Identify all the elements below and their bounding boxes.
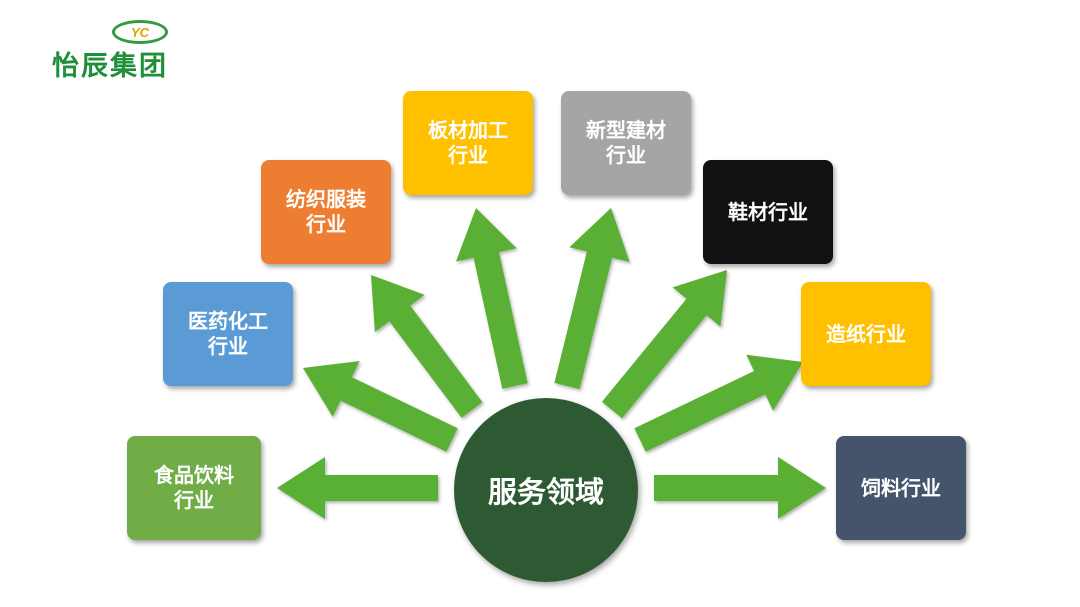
node-feed: 饲料行业 [836,436,966,540]
arrow-to-building [554,208,630,390]
logo-company-name: 怡辰集团 [52,51,168,82]
node-papermaking: 造纸行业 [801,282,931,386]
company-logo: YC 怡辰集团 [50,14,220,82]
arrow-to-paper [634,354,803,452]
node-food-beverage: 食品饮料 行业 [127,436,261,540]
node-textile-apparel: 纺织服装 行业 [261,160,391,264]
arrow-to-pharma [303,361,458,452]
center-label: 服务领域 [487,475,604,509]
arrow-to-food [277,457,438,519]
arrow-to-board [456,208,528,389]
node-shoe-materials: 鞋材行业 [703,160,833,264]
arrow-to-textile [371,275,483,418]
center-circle: 服务领域 [454,398,638,582]
node-new-building-materials: 新型建材 行业 [561,91,691,195]
node-board-processing: 板材加工 行业 [403,91,533,195]
node-pharma-chemical: 医药化工 行业 [163,282,293,386]
logo-badge: YC [112,20,168,44]
arrow-to-feed [654,457,826,519]
arrow-to-shoe [602,270,727,419]
